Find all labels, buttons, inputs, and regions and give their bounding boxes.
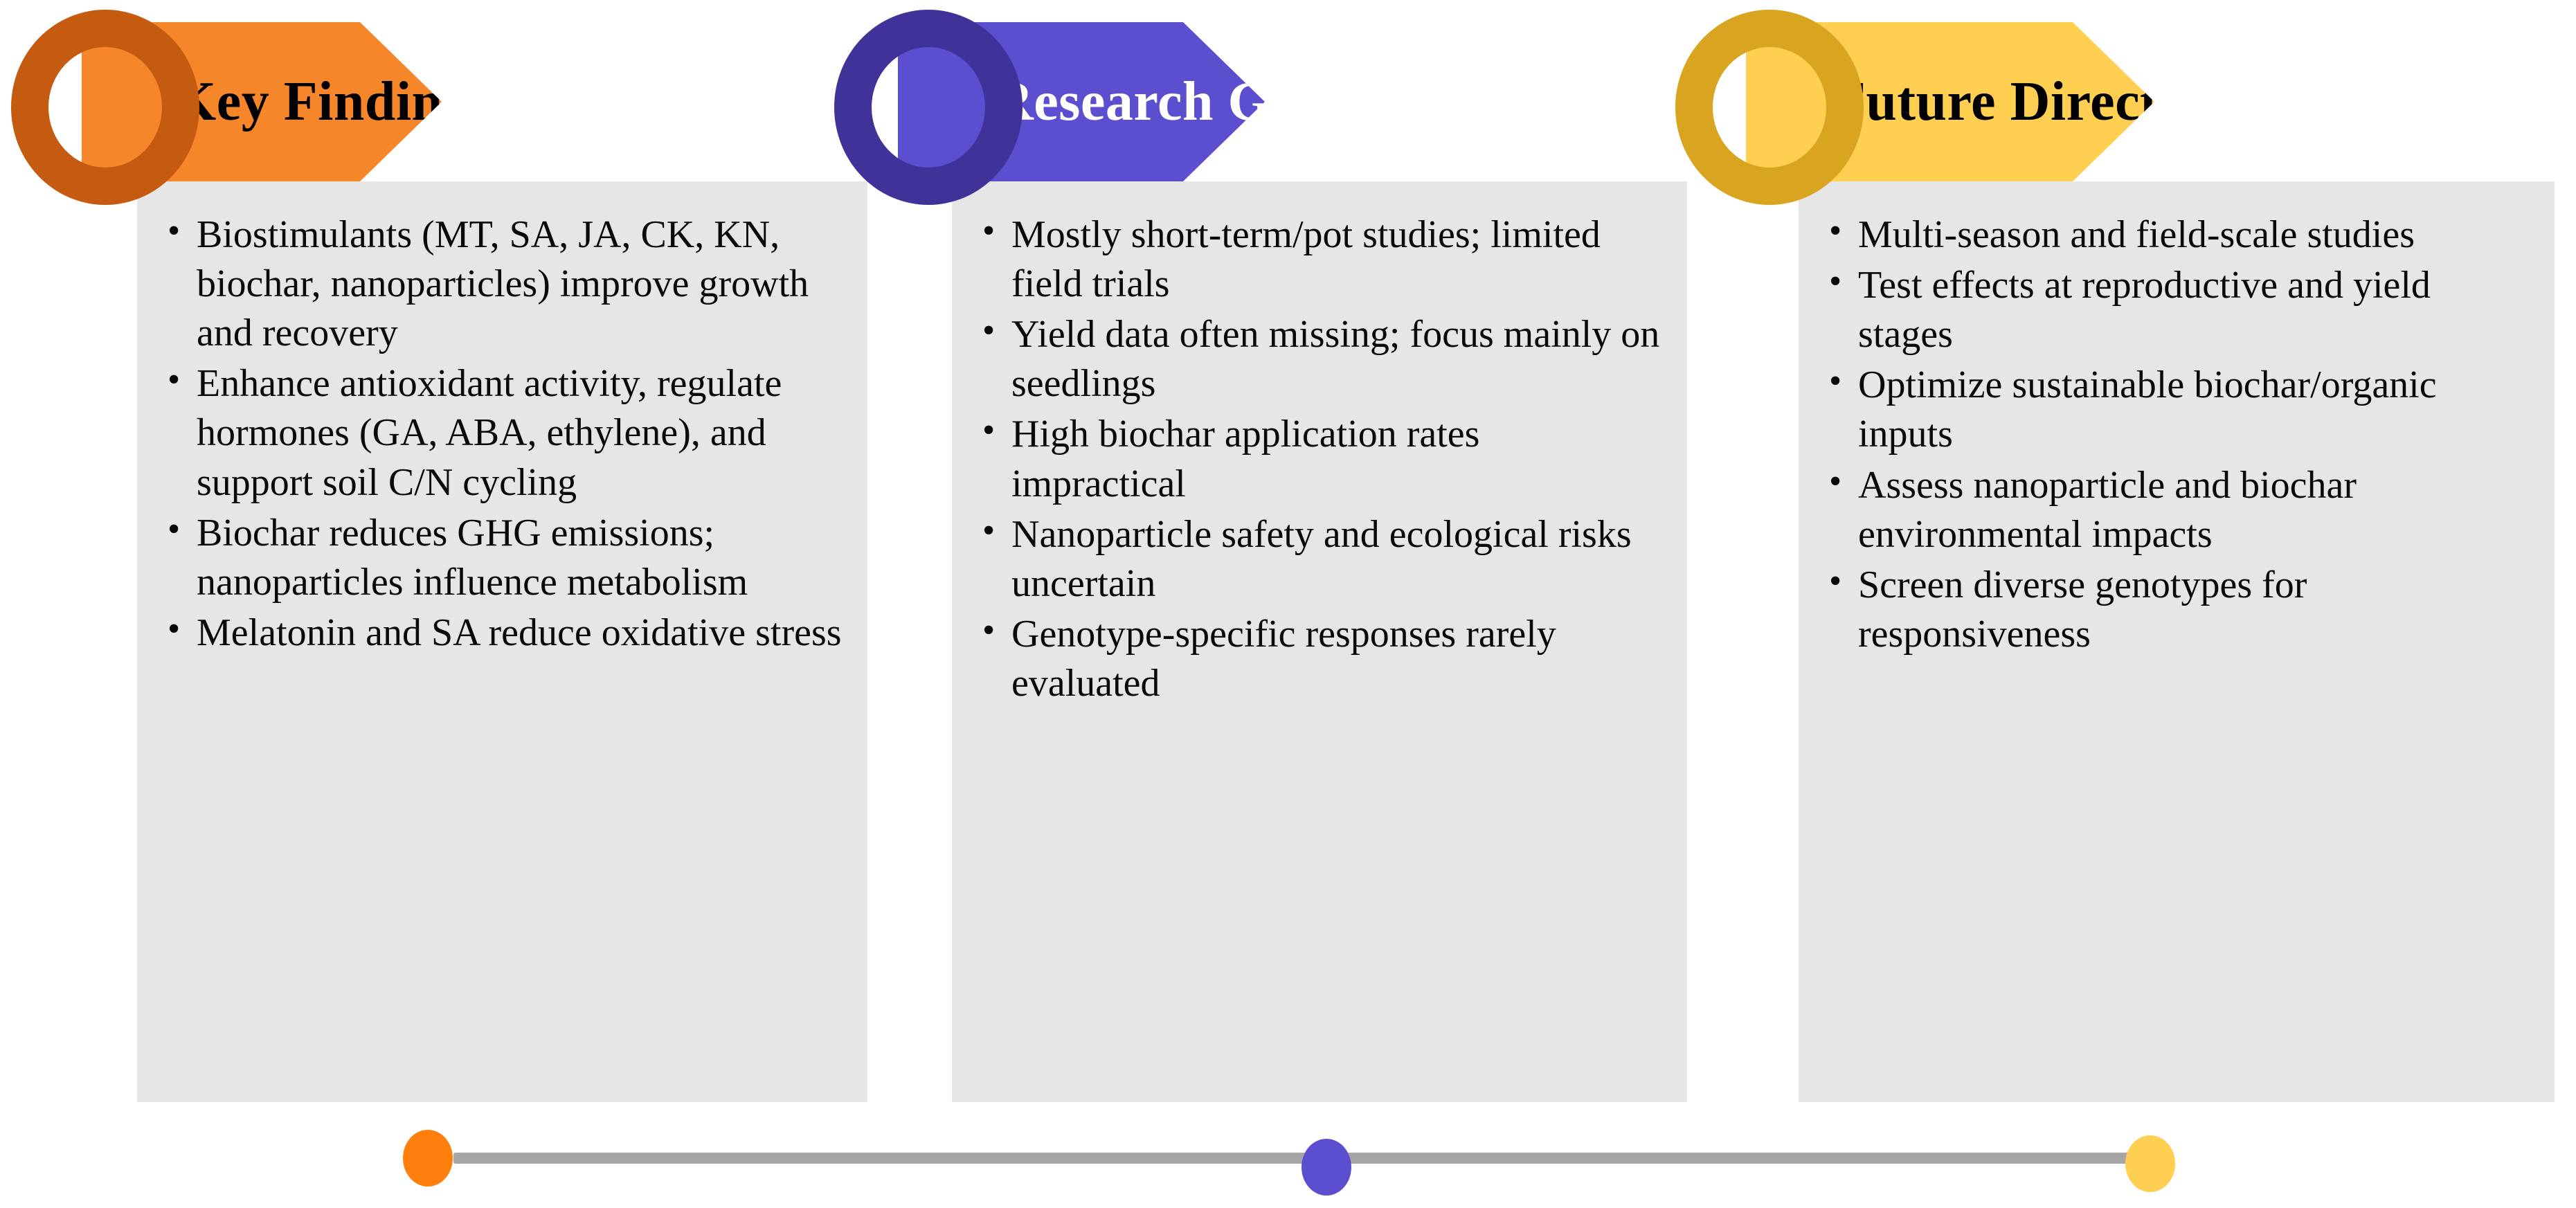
list-item: Biostimulants (MT, SA, JA, CK, KN, bioch… [165, 208, 844, 358]
ring-marker-icon [11, 10, 199, 205]
timeline-dot-research-gaps [1301, 1139, 1351, 1196]
list-item: High biochar application rates impractic… [980, 408, 1664, 508]
list-item: Yield data often missing; focus mainly o… [980, 308, 1664, 408]
content-panel-research-gaps: Mostly short-term/pot studies; limited f… [952, 181, 1687, 1102]
timeline-dot-future-directions [2125, 1135, 2175, 1192]
ring-marker-icon [1675, 10, 1864, 205]
bullet-list-future-directions: Multi-season and field-scale studies Tes… [1799, 181, 2555, 659]
timeline-dot-key-finding [403, 1130, 453, 1187]
list-item: Nanoparticle safety and ecological risks… [980, 508, 1664, 608]
list-item: Enhance antioxidant activity, regulate h… [165, 357, 844, 507]
column-research-gaps: Mostly short-term/pot studies; limited f… [834, 0, 1706, 1208]
timeline [0, 1108, 2576, 1208]
list-item: Test effects at reproductive and yield s… [1826, 259, 2531, 359]
content-panel-future-directions: Multi-season and field-scale studies Tes… [1799, 181, 2555, 1102]
list-item: Genotype-specific responses rarely evalu… [980, 608, 1664, 708]
column-key-finding: Biostimulants (MT, SA, JA, CK, KN, bioch… [0, 0, 872, 1208]
content-panel-key-finding: Biostimulants (MT, SA, JA, CK, KN, bioch… [137, 181, 867, 1102]
bullet-list-research-gaps: Mostly short-term/pot studies; limited f… [952, 181, 1687, 708]
list-item: Mostly short-term/pot studies; limited f… [980, 208, 1664, 309]
list-item: Biochar reduces GHG emissions; nanoparti… [165, 507, 844, 607]
list-item: Screen diverse genotypes for responsiven… [1826, 559, 2531, 659]
bullet-list-key-finding: Biostimulants (MT, SA, JA, CK, KN, bioch… [137, 181, 867, 658]
ring-marker-icon [834, 10, 1023, 205]
list-item: Melatonin and SA reduce oxidative stress [165, 606, 844, 658]
list-item: Optimize sustainable biochar/organic inp… [1826, 359, 2531, 459]
list-item: Assess nanoparticle and biochar environm… [1826, 459, 2531, 559]
list-item: Multi-season and field-scale studies [1826, 208, 2531, 260]
column-future-directions: Multi-season and field-scale studies Tes… [1661, 0, 2576, 1208]
